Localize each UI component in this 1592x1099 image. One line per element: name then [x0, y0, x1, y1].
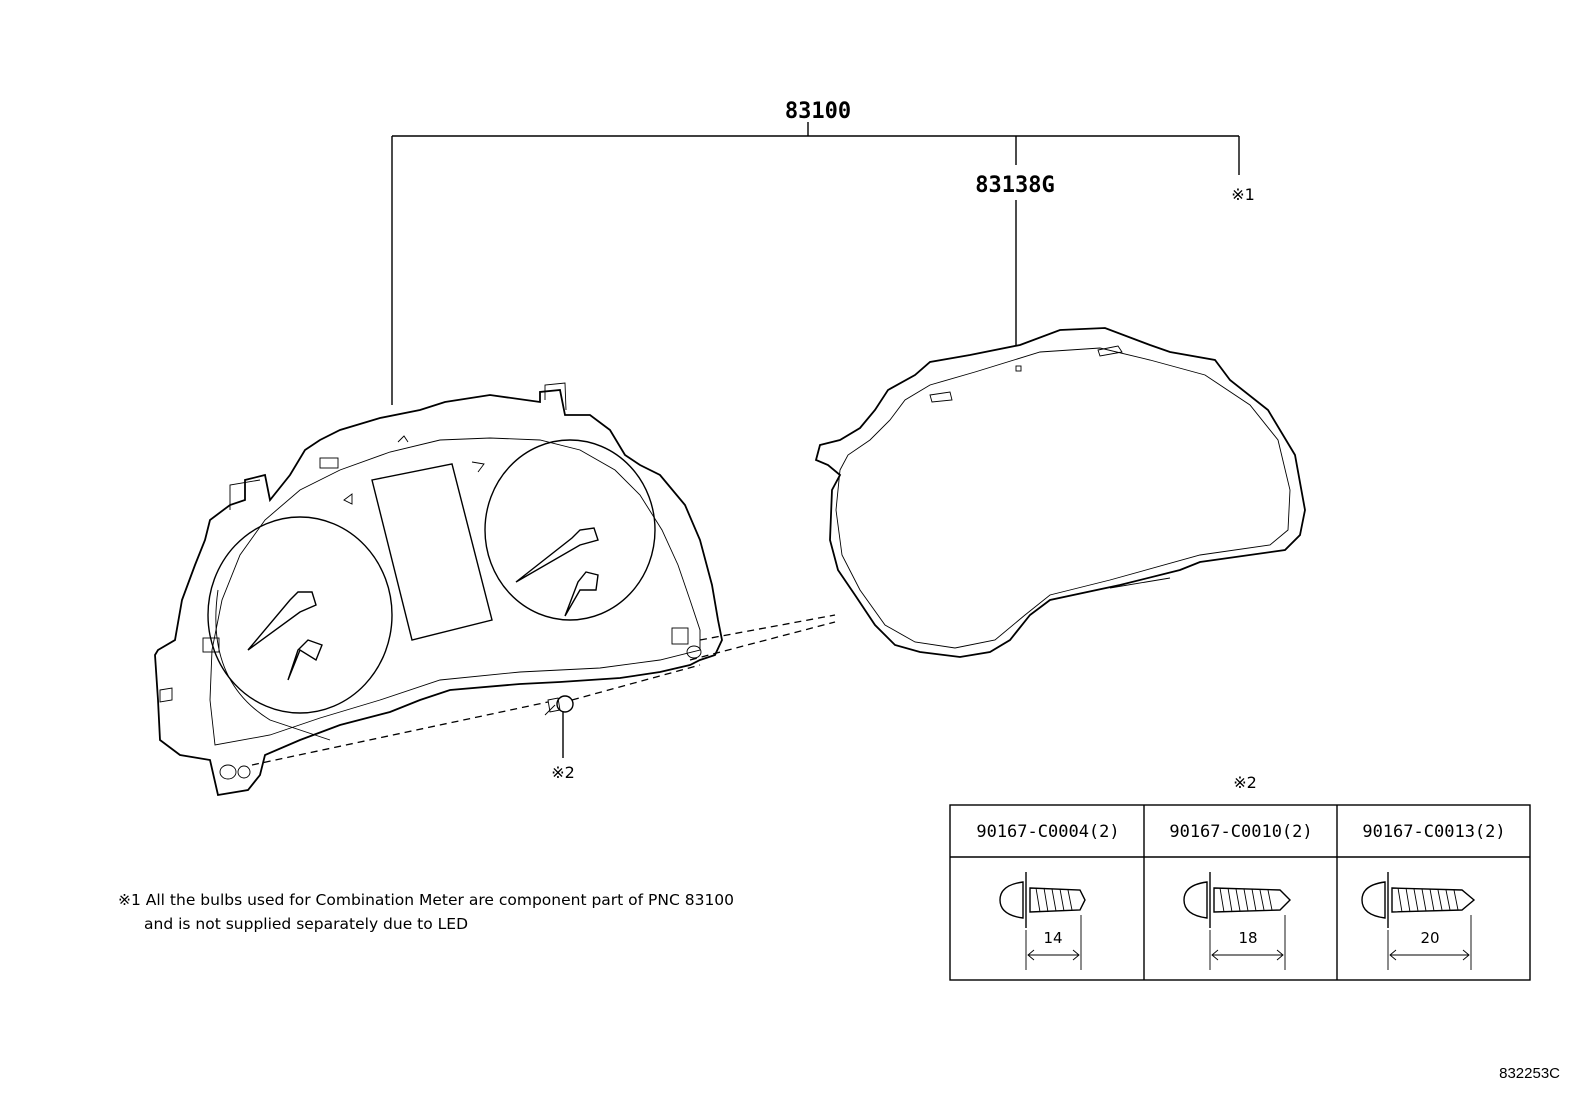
- screw-ref-label: ※2: [551, 763, 575, 782]
- meter-glass-illustration: [814, 327, 1306, 658]
- footnote-line-2: and is not supplied separately due to LE…: [144, 915, 468, 933]
- screw-illustration: [544, 695, 574, 758]
- callout-tree: [391, 122, 1240, 405]
- assembly-lines: [251, 614, 836, 766]
- bulb-ref-label: ※1: [1231, 185, 1255, 204]
- table-part-number-3: 90167-C0013(2): [1362, 822, 1505, 842]
- screw-length-2: 18: [1238, 929, 1257, 947]
- illustration-code: 832253C: [1499, 1065, 1560, 1082]
- combination-meter-illustration: [154, 382, 723, 797]
- screw-drawing-1: [999, 872, 1086, 970]
- screw-length-1: 14: [1043, 929, 1062, 947]
- table-ref-label: ※2: [1233, 773, 1257, 792]
- screw-drawing-3: [1361, 872, 1476, 970]
- table-part-number-2: 90167-C0010(2): [1169, 822, 1312, 842]
- main-pnc-label: 83100: [785, 99, 851, 124]
- screw-length-3: 20: [1420, 929, 1439, 947]
- screw-table: [949, 804, 1531, 981]
- table-part-number-1: 90167-C0004(2): [976, 822, 1119, 842]
- lens-pnc-label: 83138G: [975, 173, 1054, 198]
- screw-drawing-2: [1183, 872, 1291, 970]
- footnote-line-1: ※1 All the bulbs used for Combination Me…: [118, 891, 734, 909]
